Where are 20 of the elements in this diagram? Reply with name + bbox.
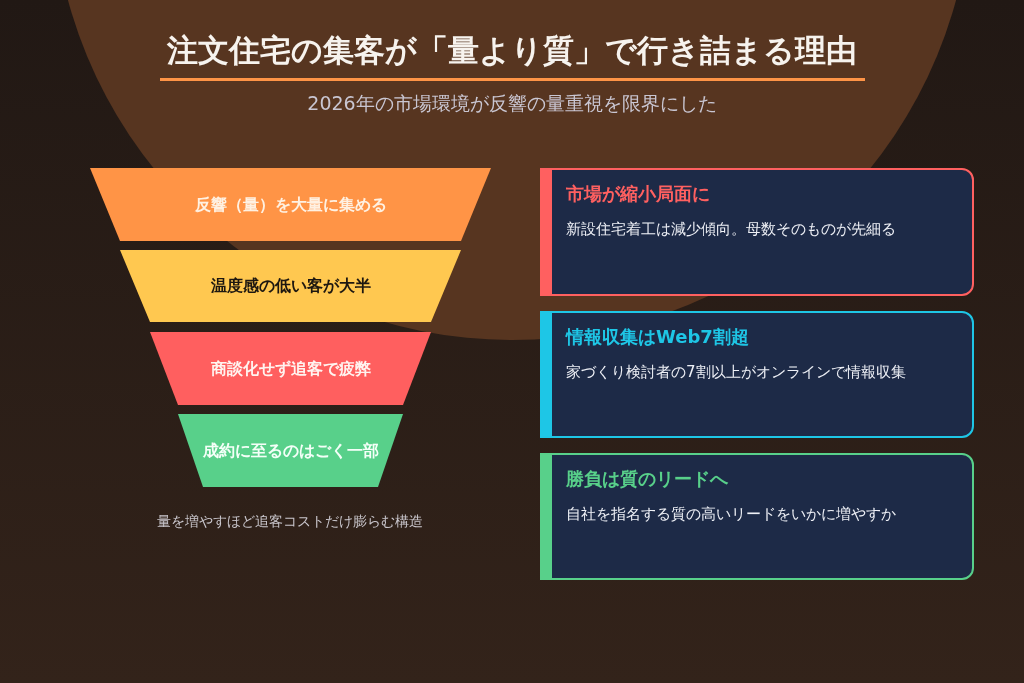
note-text: 量を増やすほど追客コストだけ膨らむ構造 [157,512,423,531]
title: 注文住宅の集客が「量より質」で行き詰まる理由 [167,31,857,70]
funnel-stage [150,332,431,405]
funnel-stage [120,250,461,322]
card-text: 新設住宅着工は減少傾向。母数そのものが先細る [566,219,896,240]
info-card [540,311,974,438]
stage-label: 商談化せず追客で疲弊 [210,357,371,380]
funnel-stage [178,414,403,487]
info-card [540,453,974,580]
subtitle: 2026年の市場環境が反響の量重視を限界にした [307,91,717,116]
info-card [540,168,974,296]
stage-label: 反響（量）を大量に集める [194,193,387,216]
card-heading: 勝負は質のリードへ [566,467,728,491]
stage-label: 成約に至るのはごく一部 [202,439,379,462]
stage-label: 温度感の低い客が大半 [210,275,371,297]
card-heading: 市場が縮小局面に [566,182,710,206]
card-text: 自社を指名する質の高いリードをいかに増やすか [566,504,896,525]
card-text: 家づくり検討者の7割以上がオンラインで情報収集 [566,362,906,383]
card-heading: 情報収集はWeb7割超 [566,325,749,349]
funnel-stage [90,168,491,241]
